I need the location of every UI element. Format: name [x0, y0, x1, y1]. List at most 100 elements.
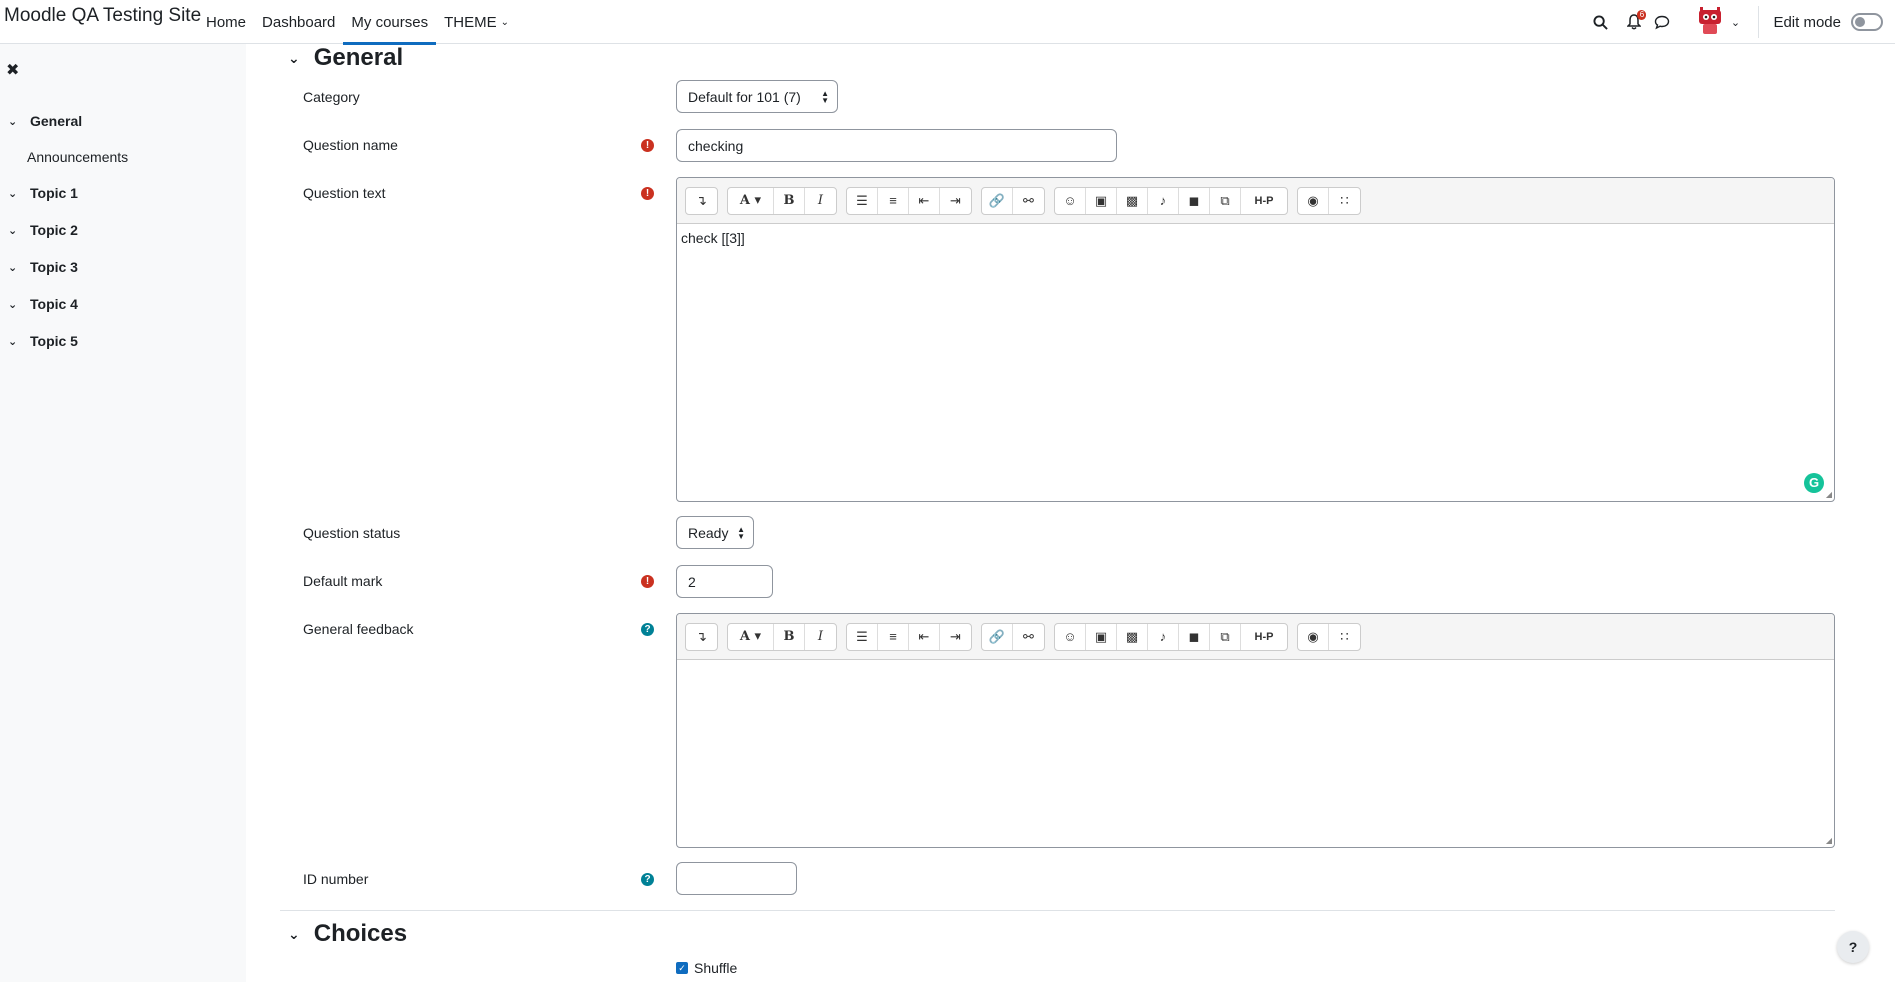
font-style-icon[interactable]: A ▾: [728, 623, 774, 650]
image-icon[interactable]: ▣: [1086, 623, 1117, 650]
required-icon: !: [641, 187, 654, 200]
ordered-list-icon[interactable]: ≡: [878, 187, 909, 214]
unordered-list-icon[interactable]: ☰: [847, 623, 878, 650]
drawer-item-label: Topic 5: [30, 333, 78, 349]
h5p-icon[interactable]: H-P: [1254, 194, 1274, 207]
question-name-label: Question name: [303, 137, 398, 153]
manage-files-icon[interactable]: ⧉: [1210, 623, 1241, 650]
microphone-icon[interactable]: ♪: [1148, 623, 1179, 650]
chevron-down-icon[interactable]: ⌄: [8, 187, 18, 200]
bold-icon[interactable]: B: [774, 187, 805, 214]
emoji-icon[interactable]: ☺: [1055, 623, 1086, 650]
nav-dashboard[interactable]: Dashboard: [262, 13, 336, 31]
chevron-down-icon[interactable]: ⌄: [8, 298, 18, 311]
grammarly-icon[interactable]: G: [1804, 473, 1824, 493]
nav-home[interactable]: Home: [206, 13, 247, 31]
chevron-down-icon[interactable]: ⌄: [288, 49, 300, 66]
drawer-item-general[interactable]: ⌄ General: [8, 113, 82, 129]
avatar[interactable]: [1694, 6, 1726, 38]
question-name-input[interactable]: checking: [676, 129, 1117, 162]
collapse-toolbar-icon[interactable]: ↴: [696, 628, 707, 644]
section-divider: [280, 910, 1835, 911]
drawer-item-topic-2[interactable]: ⌄Topic 2: [8, 222, 78, 238]
drawer-item-label: Topic 3: [30, 259, 78, 275]
link-icon[interactable]: 🔗: [982, 623, 1013, 650]
select-arrows-icon: ▲▼: [821, 89, 829, 105]
section-general-header[interactable]: ⌄ General: [288, 44, 403, 72]
help-icon[interactable]: ?: [641, 623, 654, 636]
drawer-item-topic-3[interactable]: ⌄ Topic 3: [8, 259, 78, 275]
shuffle-checkbox[interactable]: ✓: [676, 962, 688, 974]
resize-handle-icon[interactable]: ◢: [1825, 490, 1832, 499]
collapse-toolbar-icon[interactable]: ↴: [696, 192, 707, 208]
question-text-content[interactable]: check [[3]]: [681, 230, 745, 246]
screenreader-helper-icon[interactable]: ∷: [1340, 628, 1349, 644]
help-icon[interactable]: ?: [1837, 931, 1869, 963]
site-brand[interactable]: Moodle QA Testing Site: [4, 5, 202, 26]
id-number-label: ID number: [303, 871, 369, 887]
manage-files-icon[interactable]: ⧉: [1210, 187, 1241, 214]
drawer-item-topic-4[interactable]: ⌄Topic 4: [8, 296, 78, 312]
outdent-icon[interactable]: ⇤: [909, 623, 940, 650]
general-feedback-label: General feedback: [303, 621, 414, 637]
default-mark-input[interactable]: 2: [676, 565, 773, 598]
accessibility-icon[interactable]: ◉: [1298, 623, 1329, 650]
accessibility-icon[interactable]: ◉: [1298, 187, 1329, 214]
required-icon: !: [641, 575, 654, 588]
emoji-icon[interactable]: ☺: [1055, 187, 1086, 214]
h5p-icon[interactable]: H-P: [1254, 630, 1274, 643]
notification-badge: 6: [1637, 10, 1647, 20]
nav-theme[interactable]: THEME ⌄: [436, 0, 517, 44]
screenreader-helper-icon[interactable]: ∷: [1340, 192, 1349, 208]
chevron-down-icon[interactable]: ⌄: [8, 261, 18, 274]
video-icon[interactable]: ◼: [1179, 623, 1210, 650]
section-choices-header[interactable]: ⌄ Choices: [288, 920, 407, 948]
unordered-list-icon[interactable]: ☰: [847, 187, 878, 214]
bold-icon[interactable]: B: [774, 623, 805, 650]
drawer-item-label: General: [30, 113, 83, 129]
video-icon[interactable]: ◼: [1179, 187, 1210, 214]
chat-icon[interactable]: [1648, 8, 1676, 36]
unlink-icon[interactable]: ⚯: [1023, 628, 1034, 644]
drawer-item-topic-1[interactable]: ⌄Topic 1: [8, 185, 78, 201]
edit-mode-toggle[interactable]: [1851, 13, 1883, 31]
microphone-icon[interactable]: ♪: [1148, 187, 1179, 214]
category-select-value: Default for 101 (7): [688, 88, 801, 105]
chevron-down-icon[interactable]: ⌄: [8, 224, 18, 237]
edit-mode-label: Edit mode: [1773, 13, 1841, 31]
bell-icon[interactable]: 6: [1620, 8, 1648, 36]
italic-icon[interactable]: I: [817, 629, 824, 644]
indent-icon[interactable]: ⇥: [950, 628, 961, 644]
chevron-down-icon[interactable]: ⌄: [8, 115, 18, 128]
category-select[interactable]: Default for 101 (7) ▲▼: [676, 80, 838, 113]
question-status-select[interactable]: Ready ▲▼: [676, 516, 754, 549]
id-number-input[interactable]: [676, 862, 797, 895]
drawer-item-announcements[interactable]: Announcements: [27, 149, 129, 165]
help-icon[interactable]: ?: [641, 873, 654, 886]
ordered-list-icon[interactable]: ≡: [878, 623, 909, 650]
course-index-drawer: ✖: [0, 44, 246, 982]
unlink-icon[interactable]: ⚯: [1023, 192, 1034, 208]
general-feedback-content[interactable]: [677, 660, 1834, 672]
chevron-down-icon[interactable]: ⌄: [288, 925, 300, 942]
search-icon[interactable]: [1586, 8, 1614, 36]
font-style-icon[interactable]: A ▾: [728, 187, 774, 214]
nav-my-courses[interactable]: My courses: [343, 0, 436, 45]
question-text-label: Question text: [303, 185, 386, 201]
close-icon[interactable]: ✖: [6, 62, 20, 79]
drawer-item-topic-5[interactable]: ⌄ Topic 5: [8, 333, 78, 349]
image-icon[interactable]: ▣: [1086, 187, 1117, 214]
link-icon[interactable]: 🔗: [982, 187, 1013, 214]
resize-handle-icon[interactable]: ◢: [1825, 836, 1832, 845]
chevron-down-icon[interactable]: ⌄: [1730, 16, 1741, 29]
media-icon[interactable]: ▩: [1117, 187, 1148, 214]
italic-icon[interactable]: I: [817, 193, 824, 208]
media-icon[interactable]: ▩: [1117, 623, 1148, 650]
chevron-down-icon[interactable]: ⌄: [8, 335, 18, 348]
chevron-down-icon: ⌄: [500, 16, 509, 28]
outdent-icon[interactable]: ⇤: [909, 187, 940, 214]
shuffle-label: Shuffle: [694, 960, 738, 976]
indent-icon[interactable]: ⇥: [950, 192, 961, 208]
